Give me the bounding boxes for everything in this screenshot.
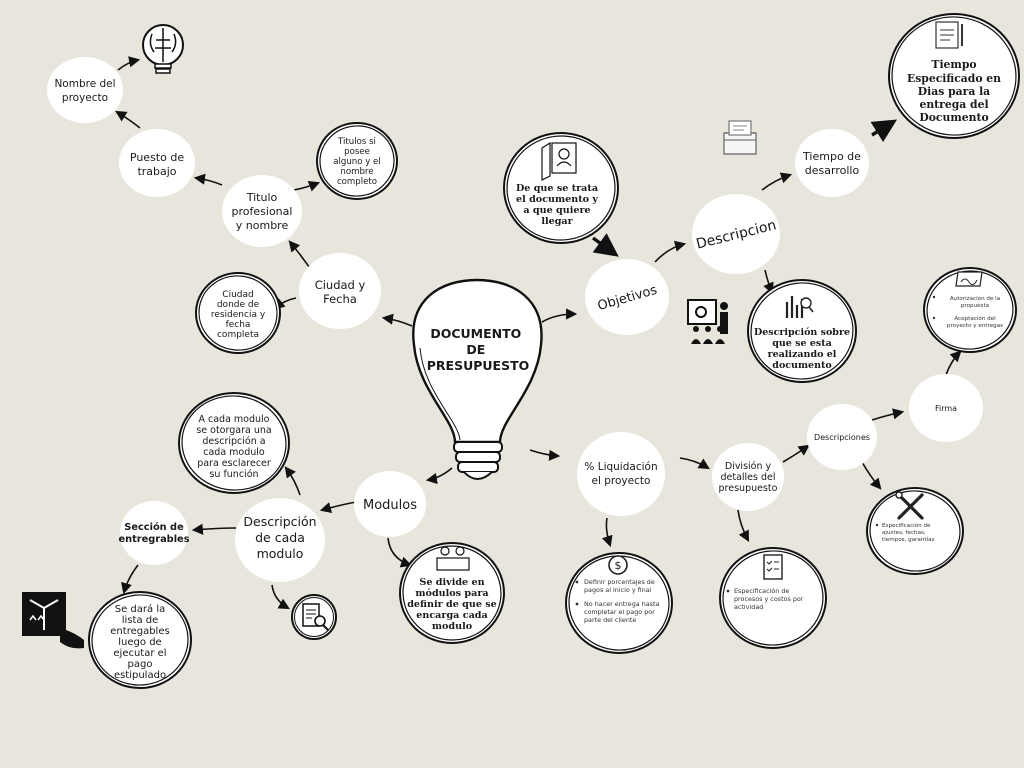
box-delivery-icon [22, 592, 84, 649]
svg-text:Descripciones: Descripciones [814, 433, 870, 442]
search-document-icon [291, 594, 337, 640]
node-modulos: Modulos [354, 471, 426, 537]
document-profile-icon [541, 141, 577, 181]
money-icon: $ [608, 555, 628, 575]
bar-chart-search-icon [785, 296, 814, 318]
connectors [115, 56, 962, 610]
svg-text:Firma: Firma [935, 404, 957, 413]
central-lightbulb: DOCUMENTO DE PRESUPUESTO [412, 278, 543, 480]
signature-document-icon [955, 271, 983, 287]
center-title: DOCUMENTO DE PRESUPUESTO [427, 326, 529, 373]
svg-text:$: $ [615, 559, 622, 572]
node-descripciones: Descripciones [807, 404, 877, 470]
tools-icon [895, 491, 924, 520]
node-objetivos: Objetivos [585, 259, 669, 335]
checklist-icon [763, 554, 783, 580]
brain-bulb-icon [142, 24, 184, 74]
node-descripcion: Descripcion [692, 194, 780, 274]
clipboard-pen-icon [935, 21, 963, 49]
presentation-audience-icon [687, 299, 728, 344]
team-meeting-icon [436, 546, 470, 571]
svg-text:Modulos: Modulos [363, 498, 417, 513]
node-firma: Firma [909, 374, 983, 442]
folder-document-icon [723, 120, 757, 155]
